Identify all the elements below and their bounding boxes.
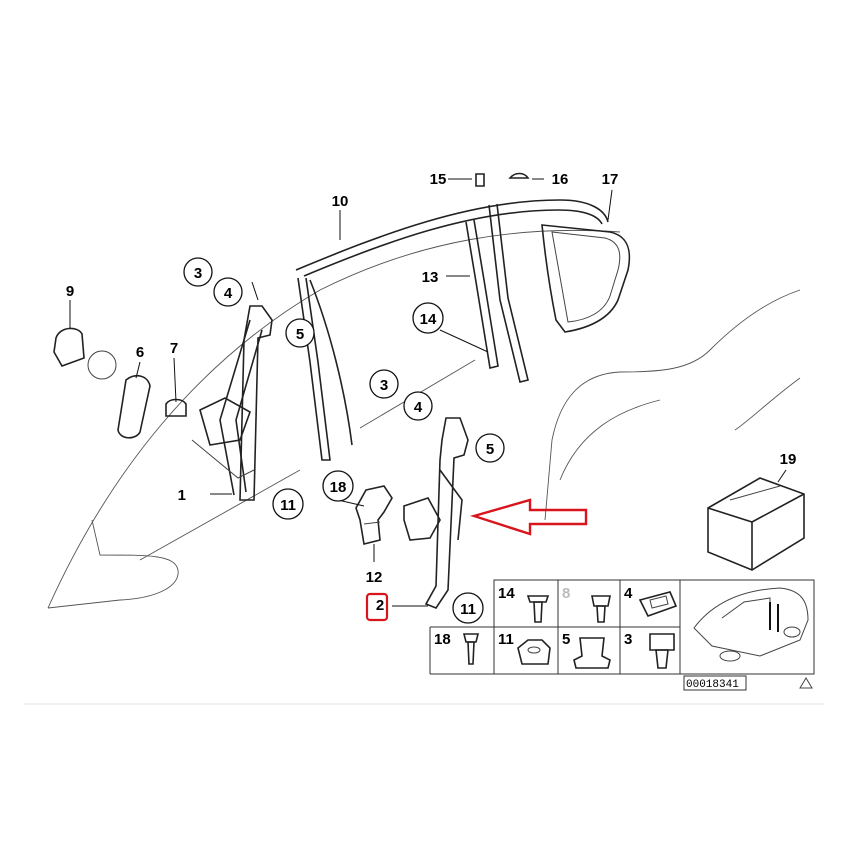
callout-5b: 5 bbox=[486, 441, 494, 458]
callout-4a: 4 bbox=[224, 285, 233, 302]
callout-12: 12 bbox=[366, 569, 383, 586]
callout-11a-circle bbox=[272, 488, 304, 520]
window-motor bbox=[355, 485, 393, 545]
parts-box bbox=[707, 477, 805, 571]
callout-17: 17 bbox=[602, 171, 619, 188]
callout-4b-circle bbox=[403, 391, 433, 421]
legend-cell-3: 3 bbox=[624, 631, 632, 648]
crank-parts bbox=[53, 327, 187, 439]
clip-parts bbox=[475, 172, 530, 187]
legend-cell-18: 18 bbox=[434, 631, 451, 648]
callout-5b-circle bbox=[475, 433, 505, 463]
callout-3-circle bbox=[183, 257, 213, 287]
callout-labels: 1 2 3 4 5 3 4 5 6 7 9 10 11 11 12 13 14 … bbox=[66, 171, 797, 624]
callout-11b-circle bbox=[452, 592, 484, 624]
callout-3b-circle bbox=[369, 369, 399, 399]
hex-nut-icon bbox=[517, 639, 551, 665]
highlight-box bbox=[365, 592, 389, 622]
callout-11a: 11 bbox=[280, 497, 296, 514]
front-regulator bbox=[191, 305, 273, 501]
callout-1: 1 bbox=[178, 487, 186, 504]
callout-2: 2 bbox=[376, 597, 384, 614]
callout-5a: 5 bbox=[296, 326, 304, 343]
fastener-legend: 14 8 4 18 11 5 3 bbox=[429, 579, 815, 691]
callout-5-circle bbox=[285, 318, 315, 348]
bolt-icon bbox=[649, 633, 675, 669]
screw-flange-icon bbox=[526, 595, 550, 623]
callout-14a: 14 bbox=[420, 311, 437, 328]
highlight-arrow bbox=[469, 498, 588, 536]
leader-lines bbox=[69, 178, 787, 607]
legend-cell-11: 11 bbox=[498, 631, 514, 648]
window-channel bbox=[465, 219, 499, 369]
callout-13: 13 bbox=[422, 269, 439, 286]
callout-6: 6 bbox=[136, 344, 144, 361]
callout-18-circle bbox=[322, 470, 354, 502]
quarter-glass bbox=[541, 224, 631, 333]
callout-18: 18 bbox=[330, 479, 347, 496]
callout-15: 15 bbox=[430, 171, 447, 188]
callout-9: 9 bbox=[66, 283, 74, 300]
warning-triangle-icon bbox=[799, 677, 813, 689]
window-frame bbox=[295, 199, 609, 461]
rear-regulator bbox=[403, 417, 469, 609]
legend-cell-4: 4 bbox=[624, 585, 633, 602]
callout-11b: 11 bbox=[460, 601, 476, 618]
car-location-icon bbox=[693, 587, 809, 662]
callout-19: 19 bbox=[780, 451, 797, 468]
callout-16: 16 bbox=[552, 171, 569, 188]
legend-cell-8: 8 bbox=[562, 585, 570, 602]
collar-nut-icon bbox=[573, 637, 611, 669]
car-body-outline bbox=[47, 229, 801, 609]
callout-14-circle bbox=[412, 302, 444, 334]
legend-cell-5: 5 bbox=[562, 631, 570, 648]
callout-3a: 3 bbox=[194, 265, 202, 282]
callout-4b: 4 bbox=[414, 399, 423, 416]
screw-icon bbox=[591, 595, 611, 623]
small-screw-icon bbox=[462, 633, 480, 665]
callout-4-circle bbox=[213, 277, 243, 307]
callout-10: 10 bbox=[332, 193, 349, 210]
callout-3b: 3 bbox=[380, 377, 388, 394]
legend-cell-14: 14 bbox=[498, 585, 515, 602]
callout-7: 7 bbox=[170, 340, 178, 357]
clip-nut-icon bbox=[638, 591, 678, 617]
diagram-code: 00018341 bbox=[686, 679, 739, 691]
